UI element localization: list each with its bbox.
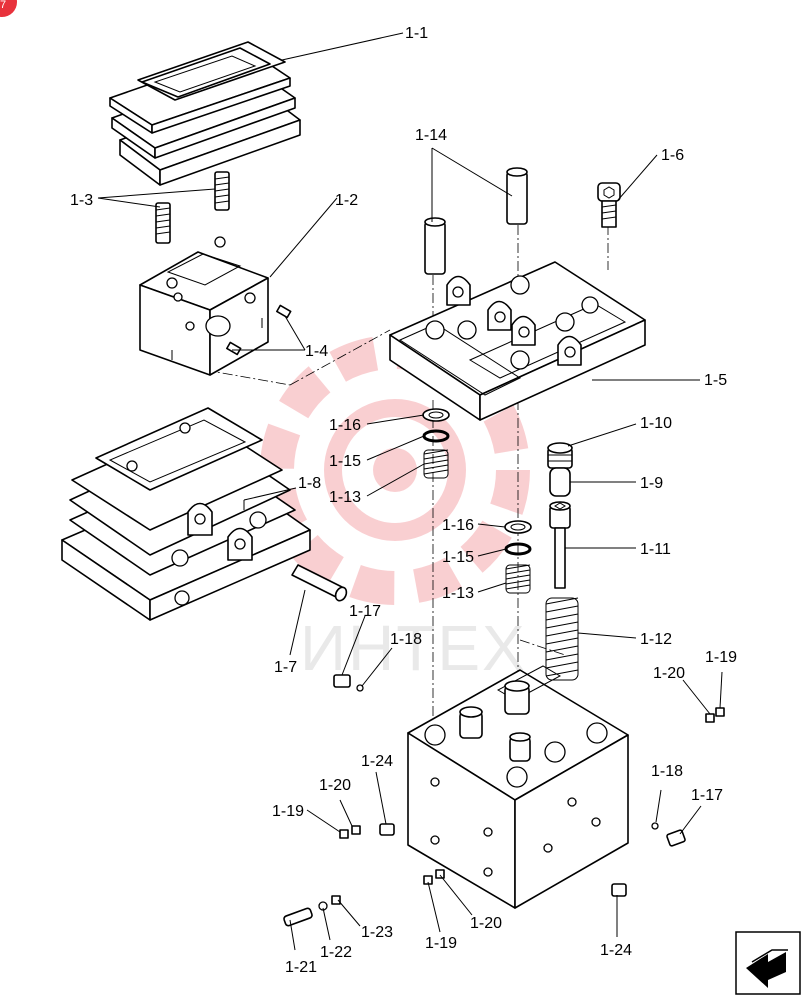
arrow-next-page-icon[interactable] [735, 931, 801, 995]
callout-1-14: 1-14 [415, 127, 447, 144]
leader-lines [97, 32, 723, 951]
callout-1-19: 1-19 [425, 935, 457, 952]
callout-1-20: 1-20 [653, 665, 685, 682]
callout-1-16: 1-16 [329, 417, 361, 434]
callout-1-16: 1-16 [442, 517, 474, 534]
push-pin-1-14 [424, 167, 528, 275]
callout-1-3: 1-3 [70, 192, 93, 209]
callout-1-15: 1-15 [442, 549, 474, 566]
callout-1-18: 1-18 [390, 631, 422, 648]
callout-1-17: 1-17 [691, 787, 723, 804]
watermark-text: ИНТЕХ [300, 612, 527, 684]
callout-1-4: 1-4 [305, 343, 328, 360]
watermark-logo: ИНТЕХ [260, 335, 530, 684]
callout-labels: 1-1 1-2 1-3 1-4 1-5 1-6 1-7 1-8 1-9 1-10… [70, 25, 737, 976]
callout-1-19: 1-19 [272, 803, 304, 820]
callout-1-8: 1-8 [298, 475, 321, 492]
callout-1-24: 1-24 [600, 942, 632, 959]
pin-1-4 [226, 304, 292, 356]
callout-1-17: 1-17 [349, 603, 381, 620]
callout-1-22: 1-22 [320, 944, 352, 961]
callout-1-9: 1-9 [640, 475, 663, 492]
callout-1-19: 1-19 [705, 649, 737, 666]
callout-1-18: 1-18 [651, 763, 683, 780]
callout-1-11: 1-11 [640, 541, 671, 558]
callout-1-1: 1-1 [405, 25, 428, 42]
guide-rod-1-11 [549, 501, 571, 589]
callout-1-7: 1-7 [274, 659, 297, 676]
callout-1-12: 1-12 [640, 631, 672, 648]
page-badge-text: 17 [0, 0, 6, 11]
callout-1-5: 1-5 [704, 372, 727, 389]
callout-1-2: 1-2 [335, 192, 358, 209]
callout-1-13: 1-13 [442, 585, 474, 602]
callout-1-10: 1-10 [640, 415, 672, 432]
callout-1-6: 1-6 [661, 147, 684, 164]
socket-bolt-1-6 [597, 182, 621, 228]
rubber-boot-top [109, 41, 301, 186]
side-fittings [283, 707, 725, 927]
bracket-block [139, 236, 269, 376]
set-screw-1-3 [155, 171, 230, 244]
pivot-pin-1-7 [291, 564, 348, 602]
spring-1-12 [545, 597, 579, 681]
cam-plate-1-5 [389, 261, 646, 421]
plunger-1-10 [547, 442, 573, 497]
valve-body [407, 665, 629, 909]
page-badge: 17 [0, 0, 17, 17]
callout-1-13: 1-13 [329, 489, 361, 506]
spring-stack-left [422, 408, 450, 479]
callout-1-20: 1-20 [470, 915, 502, 932]
callout-1-24: 1-24 [361, 753, 393, 770]
assembly-lines [204, 225, 609, 780]
boot-assembly-left [61, 407, 311, 621]
callout-1-15: 1-15 [329, 453, 361, 470]
callout-1-21: 1-21 [285, 959, 317, 976]
callout-1-23: 1-23 [361, 924, 393, 941]
callout-1-20: 1-20 [319, 777, 351, 794]
